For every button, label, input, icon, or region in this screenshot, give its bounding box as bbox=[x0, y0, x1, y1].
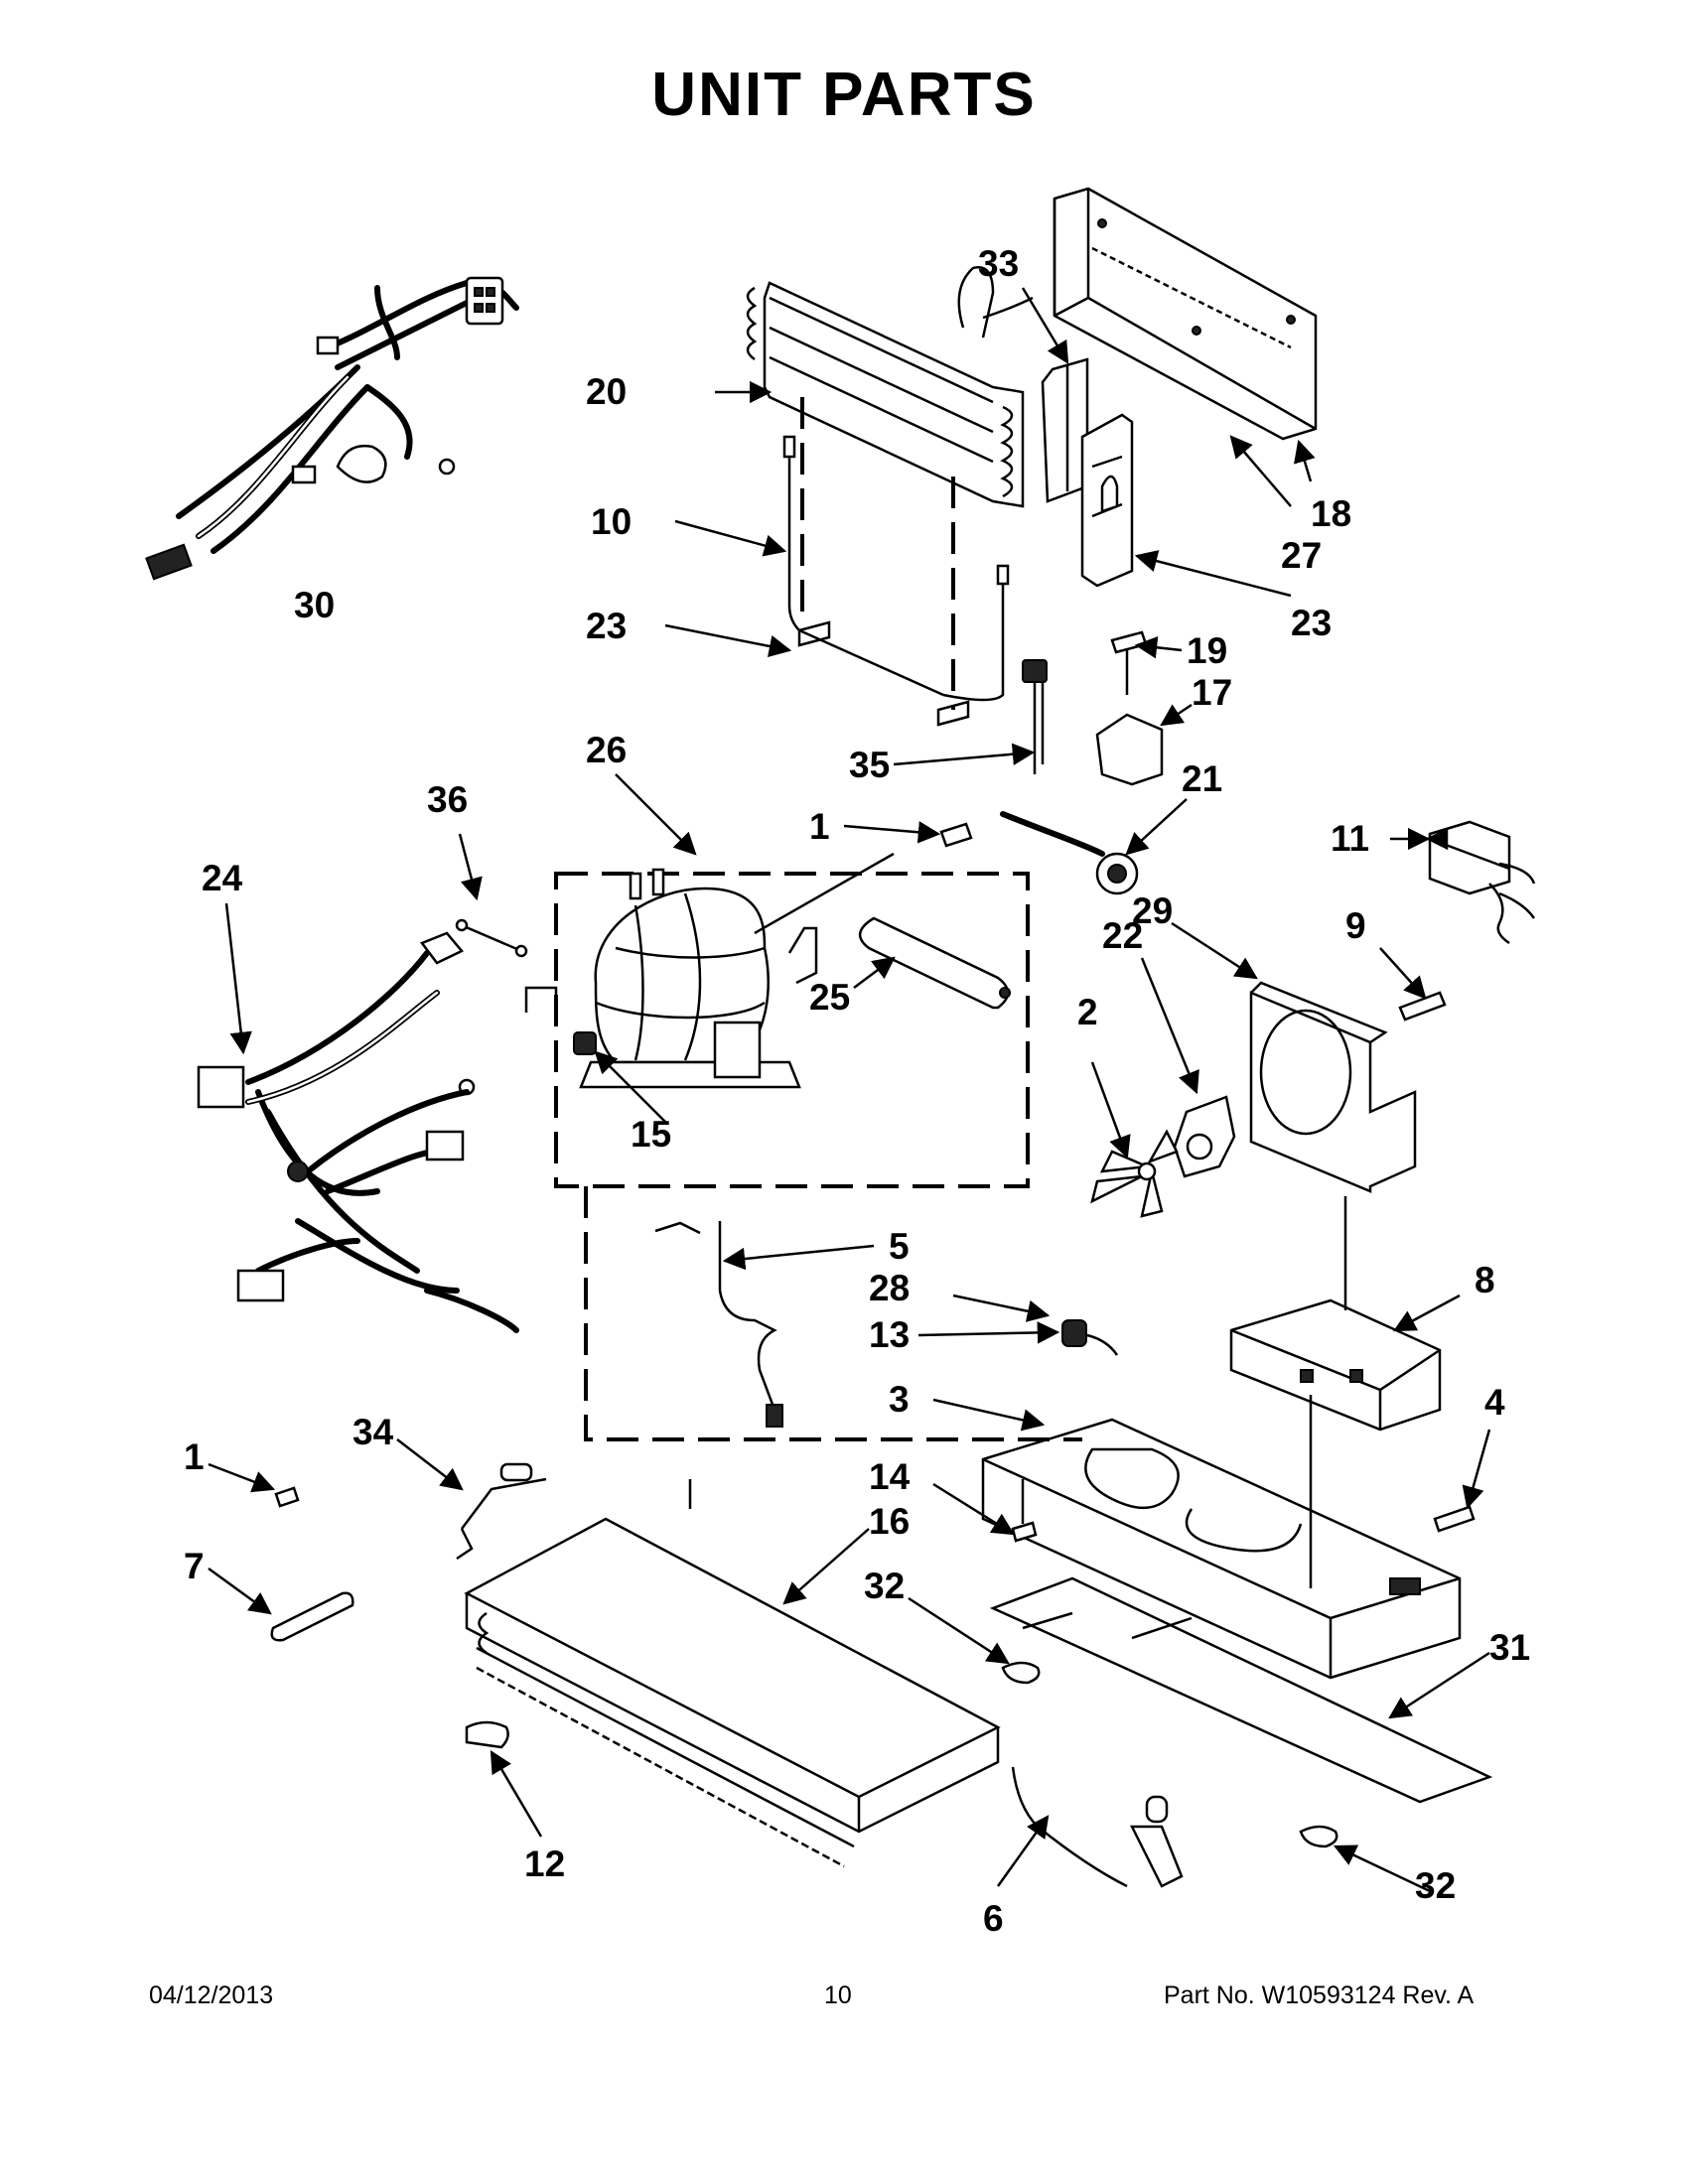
callout-1-upper: 1 bbox=[809, 806, 830, 847]
callout-2: 2 bbox=[1077, 992, 1098, 1032]
footer-page-number: 10 bbox=[824, 1981, 852, 2009]
grommet-15 bbox=[573, 1031, 597, 1055]
drain-pan-holder bbox=[1229, 1298, 1442, 1432]
foot-32-lower bbox=[1299, 1825, 1338, 1848]
footer-date: 04/12/2013 bbox=[149, 1981, 274, 2009]
callout-numbers: 20 10 23 33 23 18 27 19 17 35 21 1 11 26… bbox=[184, 243, 1530, 1939]
callout-7: 7 bbox=[184, 1546, 205, 1586]
screw-19 bbox=[1110, 630, 1148, 695]
screw-9 bbox=[1398, 991, 1447, 1022]
strap-36 bbox=[455, 918, 528, 958]
grommet-13 bbox=[1061, 1319, 1119, 1356]
leader-lines bbox=[208, 287, 1491, 1893]
base-panel bbox=[989, 1576, 1493, 1804]
callout-8: 8 bbox=[1475, 1260, 1495, 1300]
callout-27: 27 bbox=[1281, 535, 1322, 576]
callout-3: 3 bbox=[889, 1379, 910, 1420]
fan-blade bbox=[1090, 1129, 1179, 1218]
callout-4: 4 bbox=[1484, 1382, 1505, 1423]
callout-23-right: 23 bbox=[1291, 603, 1332, 643]
callout-29: 29 bbox=[1132, 890, 1173, 931]
callout-16: 16 bbox=[869, 1501, 910, 1542]
fan-shroud bbox=[1249, 981, 1417, 1193]
top-cover-panel bbox=[1053, 187, 1318, 441]
clip-12 bbox=[465, 1720, 509, 1749]
screw-1-upper bbox=[939, 822, 973, 848]
wiring-harness-24 bbox=[197, 931, 519, 1333]
callout-32-upper: 32 bbox=[864, 1566, 905, 1606]
callout-19: 19 bbox=[1187, 630, 1227, 671]
callout-30: 30 bbox=[294, 585, 335, 625]
damper-heater-cord bbox=[1000, 811, 1139, 895]
compressor bbox=[524, 868, 818, 1089]
compressor-group-box bbox=[554, 872, 1030, 1188]
filter-drier bbox=[859, 916, 1011, 1010]
callout-15: 15 bbox=[631, 1114, 671, 1155]
callout-12: 12 bbox=[524, 1843, 565, 1884]
tube-34 bbox=[456, 1462, 547, 1561]
callout-17: 17 bbox=[1192, 672, 1232, 713]
callout-20: 20 bbox=[586, 371, 627, 412]
callout-1-lower: 1 bbox=[184, 1436, 205, 1477]
condenser bbox=[464, 1517, 1001, 1868]
callout-10: 10 bbox=[591, 501, 632, 542]
bracket-17 bbox=[1095, 713, 1164, 786]
callout-31: 31 bbox=[1489, 1627, 1530, 1668]
callout-24: 24 bbox=[202, 858, 243, 898]
callout-23-left: 23 bbox=[586, 606, 627, 646]
callout-18: 18 bbox=[1311, 493, 1351, 534]
callout-21: 21 bbox=[1182, 758, 1222, 799]
callout-6: 6 bbox=[983, 1898, 1004, 1939]
screw-1-lower bbox=[274, 1486, 300, 1508]
evaporator-bracket-right bbox=[1080, 413, 1134, 588]
callout-25: 25 bbox=[809, 977, 850, 1018]
callout-22: 22 bbox=[1102, 915, 1143, 956]
foot-32-upper bbox=[1001, 1661, 1041, 1685]
callout-9: 9 bbox=[1345, 905, 1366, 946]
power-cord-harness bbox=[145, 276, 519, 581]
machine-compartment-floor bbox=[981, 1418, 1462, 1680]
callout-26: 26 bbox=[586, 730, 627, 770]
callout-36: 36 bbox=[427, 779, 468, 820]
callout-32-lower: 32 bbox=[1415, 1865, 1456, 1906]
clip-right bbox=[936, 700, 970, 727]
clip-left bbox=[797, 620, 831, 647]
defrost-sensor bbox=[1022, 659, 1048, 774]
screw-4 bbox=[1433, 1505, 1476, 1533]
callout-14: 14 bbox=[869, 1456, 911, 1497]
evaporator-cover-strip bbox=[1041, 357, 1089, 503]
callout-11: 11 bbox=[1331, 818, 1369, 859]
evaporator-assembly bbox=[746, 266, 1034, 508]
callout-28: 28 bbox=[869, 1268, 910, 1308]
drain-tube-6 bbox=[1011, 1766, 1184, 1888]
tube-insert bbox=[270, 1591, 354, 1642]
dashed-guide-bottom bbox=[584, 1186, 1082, 1441]
callout-5: 5 bbox=[889, 1226, 910, 1267]
fan-motor bbox=[1173, 1095, 1236, 1178]
callout-13: 13 bbox=[869, 1314, 910, 1355]
screw-14 bbox=[1011, 1479, 1038, 1543]
relay-module-11 bbox=[1428, 820, 1536, 945]
tube-assembly-5 bbox=[654, 1221, 783, 1428]
screw-1-guide bbox=[754, 852, 895, 935]
footer-part-number: Part No. W10593124 Rev. A bbox=[1164, 1981, 1475, 2009]
callout-35: 35 bbox=[849, 745, 890, 785]
callout-34: 34 bbox=[352, 1412, 394, 1452]
callout-33: 33 bbox=[978, 243, 1019, 284]
page-title: UNIT PARTS bbox=[651, 61, 1037, 129]
